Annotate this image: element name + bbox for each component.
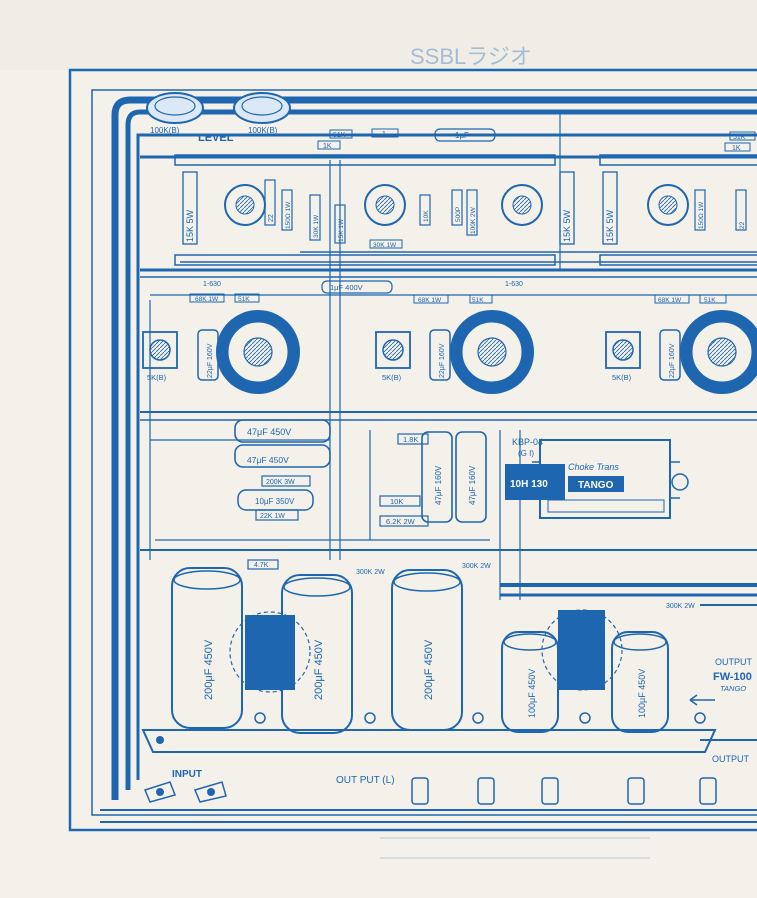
input-jacks: INPUT bbox=[143, 769, 227, 803]
power-tube-sockets bbox=[229, 609, 623, 693]
trim-pots-and-caps: 5K(B) 22μF 160V 5K(B) 22μF 160V 5K(B) 22… bbox=[142, 329, 681, 382]
ps-10k: 10K bbox=[390, 497, 403, 506]
chassis-border bbox=[91, 89, 757, 816]
pot-5k-b: 5K(B) bbox=[382, 373, 402, 382]
ps-47uf-b: 47μF 450V bbox=[247, 455, 289, 465]
cap-01: .1 bbox=[380, 131, 386, 138]
cap-22uf-b: 22μF 160V bbox=[439, 343, 446, 378]
mid-1-630-b: 1-630 bbox=[505, 281, 523, 288]
choke-sub-label: (G I) bbox=[518, 449, 534, 458]
cap-22uf-a: 22μF 160V bbox=[207, 343, 214, 378]
ps-47uf160-b: 47μF 160V bbox=[468, 465, 477, 505]
level-label: LEVEL bbox=[198, 132, 234, 144]
chassis-plate bbox=[141, 712, 717, 753]
pot-left-label: 100K(B) bbox=[150, 126, 180, 135]
br-300k-b: 300K 2W bbox=[462, 563, 491, 570]
output-trans-label: FW-100 bbox=[713, 671, 752, 683]
small-tube-sockets bbox=[224, 184, 689, 226]
mid-51k-b: 51K bbox=[472, 297, 484, 304]
bigcap-4: 100μF 450V bbox=[527, 669, 537, 718]
input-label: INPUT bbox=[172, 769, 202, 780]
mid-30k1w: 30K 1W bbox=[373, 242, 397, 249]
mid-51k-a: 51K bbox=[238, 296, 250, 303]
res-1k-b: 1K bbox=[732, 145, 741, 152]
cap-1uf: 1μF bbox=[455, 131, 469, 140]
ps-10uf: 10μF 350V bbox=[255, 497, 295, 506]
tango-small-label: TANGO bbox=[720, 684, 746, 693]
res-51k-b: 51K bbox=[733, 134, 746, 141]
output-left-label: OUT PUT (L) bbox=[336, 775, 395, 786]
ps-22k: 22K 1W bbox=[260, 513, 285, 520]
choke-model-label: KBP-04 bbox=[512, 437, 543, 447]
bigcap-2: 200μF 450V bbox=[313, 639, 325, 700]
vr-15k5w-b: 15K 5W bbox=[562, 209, 572, 242]
choke-transformer: KBP-04 (G I) 10H 130 Choke Trans TANGO bbox=[505, 437, 689, 519]
power-section: 47μF 450V 47μF 450V 200K 3W 10μF 350V 22… bbox=[234, 419, 487, 527]
ps-47uf160-a: 47μF 160V bbox=[434, 465, 443, 505]
output-transformer: OUTPUT FW-100 TANGO bbox=[689, 604, 757, 741]
vr-500p: 500P bbox=[455, 207, 462, 222]
vr-22-a: 22 bbox=[268, 214, 275, 222]
mid-row-components: 1-630 68K 1W 51K 1μF 400V 68K 1W 51K 1-6… bbox=[189, 239, 727, 304]
choke-brand-label: TANGO bbox=[578, 480, 614, 491]
br-300k-c: 300K 2W bbox=[666, 603, 695, 610]
output-bottom-label: OUTPUT bbox=[712, 754, 750, 764]
ps-47uf-a: 47μF 450V bbox=[247, 427, 291, 437]
top-resistor-row: 51K 1K .1 1μF 51K 1K bbox=[317, 128, 756, 152]
ps-200k: 200K 3W bbox=[266, 479, 295, 486]
vr-10k: 10K bbox=[423, 210, 430, 222]
pot-5k-a: 5K(B) bbox=[147, 373, 167, 382]
choke-title-label: Choke Trans bbox=[568, 462, 619, 472]
ps-6-2k: 6.2K 2W bbox=[386, 517, 416, 526]
br-300k-a: 300K 2W bbox=[356, 569, 385, 576]
mid-51k-c: 51K bbox=[704, 297, 716, 304]
res-1k-a: 1K bbox=[323, 143, 332, 150]
br-4-7k: 4.7K bbox=[254, 562, 269, 569]
vr-22-b: 22 bbox=[739, 221, 746, 229]
bottom-resistors: 4.7K 300K 2W 300K 2W 300K 2W bbox=[247, 559, 695, 610]
vr-30k1w: 30K 1W bbox=[313, 214, 320, 238]
outer-frame bbox=[68, 68, 757, 832]
mid-1-630-a: 1-630 bbox=[203, 281, 221, 288]
bigcap-5: 100μF 450V bbox=[637, 669, 647, 718]
cap-22uf-c: 22μF 160V bbox=[669, 343, 676, 378]
vertical-resistors: 15K 5W 22 150Ω 1W 15K 1W 30K 1W 10K 500P… bbox=[182, 171, 747, 245]
bigcap-1: 200μF 450V bbox=[203, 639, 215, 700]
mid-1uf400v: 1μF 400V bbox=[330, 283, 363, 292]
res-51k-a: 51K bbox=[333, 132, 346, 139]
bigcap-3: 200μF 450V bbox=[423, 639, 435, 700]
mid-68k-a: 68K 1W bbox=[195, 296, 219, 303]
pot-right-label: 100K(B) bbox=[248, 126, 278, 135]
output-side-label: OUTPUT bbox=[715, 657, 753, 667]
level-pots: 100K(B) 100K(B) LEVEL bbox=[146, 92, 291, 144]
output-posts: OUT PUT (L) OUTPUT bbox=[336, 754, 750, 805]
vr-15k1w: 15K 1W bbox=[338, 218, 345, 242]
terminal-strips bbox=[174, 154, 757, 266]
vr-15k5w-c: 15K 5W bbox=[605, 209, 615, 242]
perimeter-wire-bundle bbox=[100, 96, 757, 823]
mid-68k-b: 68K 1W bbox=[418, 297, 442, 304]
mid-68k-c: 68K 1W bbox=[658, 297, 682, 304]
pot-5k-c: 5K(B) bbox=[612, 373, 632, 382]
vr-100k2w: 100K 2W bbox=[470, 206, 477, 234]
choke-part-label: 10H 130 bbox=[510, 479, 548, 490]
ps-1-8k: 1.8K bbox=[403, 435, 418, 444]
vr-150-a: 150Ω 1W bbox=[285, 201, 292, 229]
vr-15k5w-a: 15K 5W bbox=[185, 209, 195, 242]
vr-150-b: 150Ω 1W bbox=[698, 201, 705, 229]
bottom-margin-lines bbox=[380, 837, 650, 859]
octal-sockets bbox=[216, 310, 757, 394]
top-header-text: SSBLラジオ bbox=[410, 44, 532, 69]
